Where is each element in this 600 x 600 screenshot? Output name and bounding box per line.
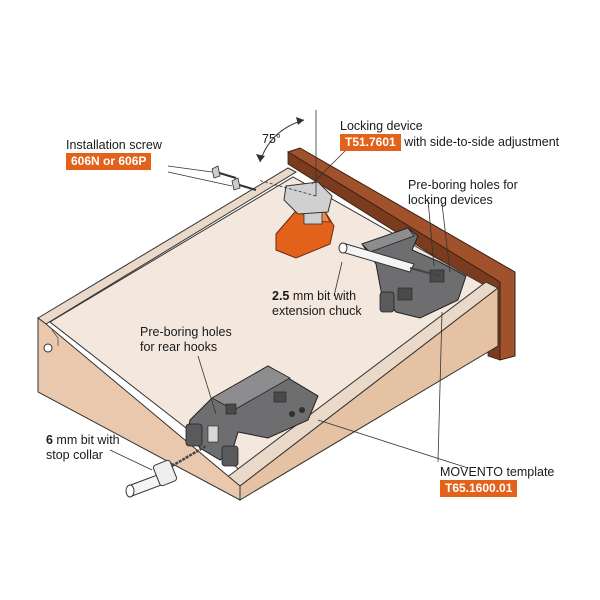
label-bit-2-5mm: 2.5 mm bit with extension chuck <box>272 289 362 318</box>
locking-device-template <box>361 227 467 319</box>
drill-bit-2-5mm <box>338 242 441 277</box>
label-locking-device: Locking device T51.7601 with side-to-sid… <box>340 119 560 151</box>
drawer-right-wall <box>239 286 499 501</box>
back-panel-groove <box>51 329 59 346</box>
label-bit-6mm: 6 mm bit with stop collar <box>46 433 120 462</box>
badge-locking-device-code: T51.7601 <box>340 134 401 151</box>
label-preboring-locking: Pre-boring holes for locking devices <box>408 178 518 207</box>
angle-indicator <box>256 110 317 197</box>
locking-device-suffix: with side-to-side adjustment <box>404 135 560 149</box>
label-installation-screw: Installation screw 606N or 606P <box>66 138 162 170</box>
drill-bit-6mm <box>125 444 207 498</box>
label-movento-template: MOVENTO template T65.1600.01 <box>440 465 555 497</box>
dowel-hole <box>43 343 53 353</box>
badge-installation-screw-code: 606N or 606P <box>66 153 152 170</box>
leader-lines <box>109 149 469 471</box>
label-angle: 75° <box>262 132 281 146</box>
rear-hook-template <box>185 365 319 467</box>
locking-device-part <box>275 181 335 259</box>
drawer-front <box>286 147 516 361</box>
installation-screws <box>211 165 257 191</box>
badge-template-code: T65.1600.01 <box>440 480 518 497</box>
label-preboring-rear: Pre-boring holes for rear hooks <box>140 325 232 354</box>
